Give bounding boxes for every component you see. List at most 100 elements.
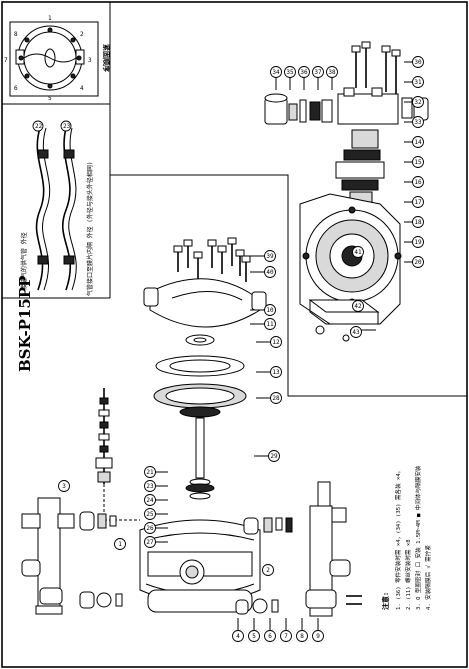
balloon-circle [264, 266, 276, 278]
balloon-circle [268, 450, 280, 462]
part-balloon: 4 [232, 618, 244, 642]
part-balloon: 32 [404, 96, 424, 108]
part-balloon: 18 [404, 216, 424, 228]
part-number: 12 [272, 339, 280, 346]
part-number: 18 [414, 219, 422, 226]
part-number: 36 [300, 69, 308, 76]
part-number: 10 [266, 307, 274, 314]
part-balloon: 23 [144, 480, 168, 492]
part-number: 19 [414, 239, 422, 246]
part-balloon: 8 [296, 618, 308, 642]
part-number: 11 [266, 321, 274, 328]
balloon-circle [270, 336, 282, 348]
part-balloon: 6 [264, 618, 276, 642]
bolt-digit: 8 [14, 31, 18, 38]
part-balloon: 20 [404, 256, 424, 268]
part-balloon: 40 [250, 266, 276, 278]
part-balloon: 29 [254, 450, 280, 462]
part-number: 28 [272, 395, 280, 402]
pilot-valve-stack [95, 388, 140, 521]
part-balloon: 31 [404, 76, 424, 88]
part-number: 42 [354, 303, 362, 310]
part-number: 13 [272, 369, 280, 376]
balloon-circle [326, 66, 338, 78]
part-number: 16 [414, 179, 422, 186]
balloon-circle [412, 256, 424, 268]
balloon-circle [144, 536, 156, 548]
part-number: 39 [266, 253, 274, 260]
part-balloon: 3 [58, 480, 70, 492]
balloon-circle [264, 630, 276, 642]
bolt-digit: 1 [48, 15, 52, 22]
balloon-circle [264, 304, 276, 316]
balloon-circle [144, 508, 156, 520]
part-balloon: 35 [284, 66, 296, 90]
balloon-circle [298, 66, 310, 78]
hose-label-right: 气管接口至膜片内隔 外径 (外径与接头外径相同) [86, 162, 94, 296]
balloon-circle [412, 216, 424, 228]
notes-heading: 注意: [381, 592, 390, 610]
part-balloon: 2 [262, 564, 274, 576]
part-number: 6 [268, 633, 272, 640]
part-number: 8 [300, 633, 304, 640]
part-balloon: 43 [350, 326, 362, 338]
hose-label-left: 接进气的供气管 外径 [20, 232, 28, 290]
balloon-circle [412, 176, 424, 188]
part-balloon: 17 [404, 196, 424, 208]
part-number: 30 [414, 59, 422, 66]
part-number: 3 [62, 483, 66, 490]
part-balloon: 10 [250, 304, 276, 316]
balloon-circle [144, 494, 156, 506]
bolt-digit: 2 [80, 31, 84, 38]
note-line: 1. (36) 零件安装时需 ×4，(34) (35) 需各装 ×4。 [394, 468, 402, 610]
bolt-digit: 5 [48, 95, 52, 102]
balloon-circle [412, 76, 424, 88]
part-balloon: 36 [298, 66, 310, 90]
note-line: 4. 安装隔膜后 √ 需拧紧 [424, 545, 432, 610]
part-number: 14 [414, 139, 422, 146]
balloon-circle [296, 630, 308, 642]
balloon-circle [412, 56, 424, 68]
part-balloon: 9 [312, 618, 324, 642]
lower-assembly [21, 481, 362, 617]
part-number: 4 [236, 633, 240, 640]
balloon-circle [144, 480, 156, 492]
part-balloon: 13 [256, 366, 282, 378]
part-balloon: 11 [250, 318, 276, 330]
part-number: 33 [414, 119, 422, 126]
part-number: 23 [146, 483, 154, 490]
balloon-circle [412, 236, 424, 248]
part-number: 9 [316, 633, 320, 640]
part-number: 21 [146, 469, 154, 476]
balloon-circle [264, 318, 276, 330]
notes-block: 注意: 1. (36) 零件安装时需 ×4，(34) (35) 需各装 ×4。 … [381, 465, 432, 610]
part-balloon: 1 [114, 538, 126, 550]
balloon-circle [58, 480, 70, 492]
balloon-circle [262, 564, 274, 576]
part-number: 25 [146, 511, 154, 518]
note-line: 3. O 型圈密封 口 安装 1.5M~4M ■ 中间体与隔膜安装 [414, 465, 422, 610]
part-balloon: 28 [256, 392, 282, 404]
balloon-circle [270, 392, 282, 404]
balloon-circle [312, 630, 324, 642]
part-number: 2 [266, 567, 270, 574]
part-balloon: 27 [144, 536, 168, 548]
balloon-circle [312, 66, 324, 78]
part-number: 24 [146, 497, 154, 504]
hose-tag: 23 [63, 123, 71, 130]
inset-hose-routing: 22 23 接进气的供气管 外径 气管接口至膜片内隔 外径 (外径与接头外径相同… [20, 120, 94, 296]
balloon-circle [144, 466, 156, 478]
part-number: 41 [354, 249, 362, 256]
balloon-circle [412, 196, 424, 208]
balloon-circle [350, 326, 362, 338]
part-balloon: 39 [250, 250, 276, 262]
inset-bolt-pattern: 1 2 3 4 5 6 7 8 紧固顺序 [4, 15, 111, 102]
part-balloon: 25 [144, 508, 168, 520]
balloon-circle [264, 250, 276, 262]
part-number: 35 [286, 69, 294, 76]
balloon-circle [284, 66, 296, 78]
hose-tag: 22 [35, 123, 43, 130]
